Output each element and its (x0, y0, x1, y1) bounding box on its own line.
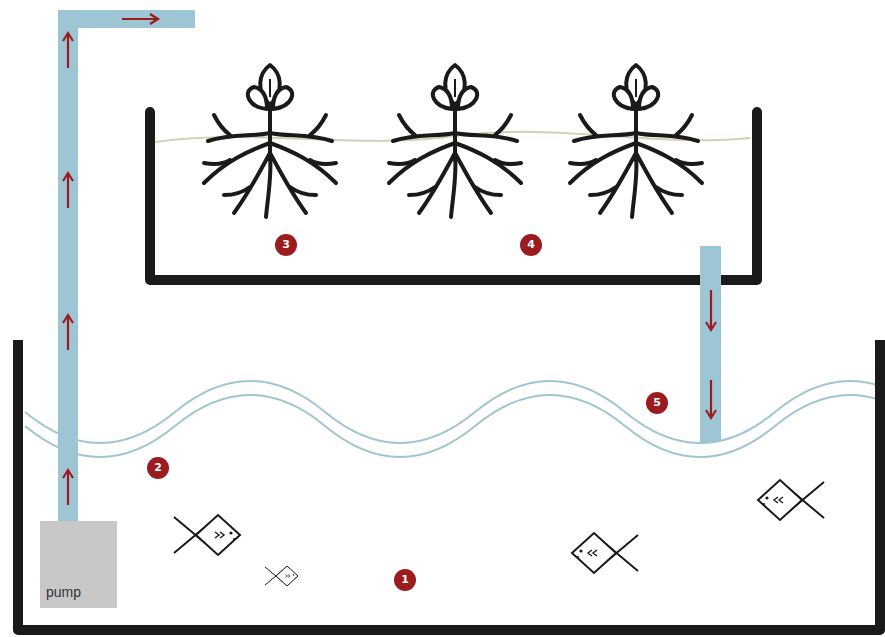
callout-number: 2 (147, 457, 169, 479)
pump-box: pump (40, 521, 117, 608)
callout-number: 3 (275, 234, 297, 256)
callout-number: 5 (646, 392, 668, 414)
callout-number: 1 (394, 569, 416, 591)
callout-number: 4 (520, 234, 542, 256)
pump-label: pump (46, 584, 81, 600)
